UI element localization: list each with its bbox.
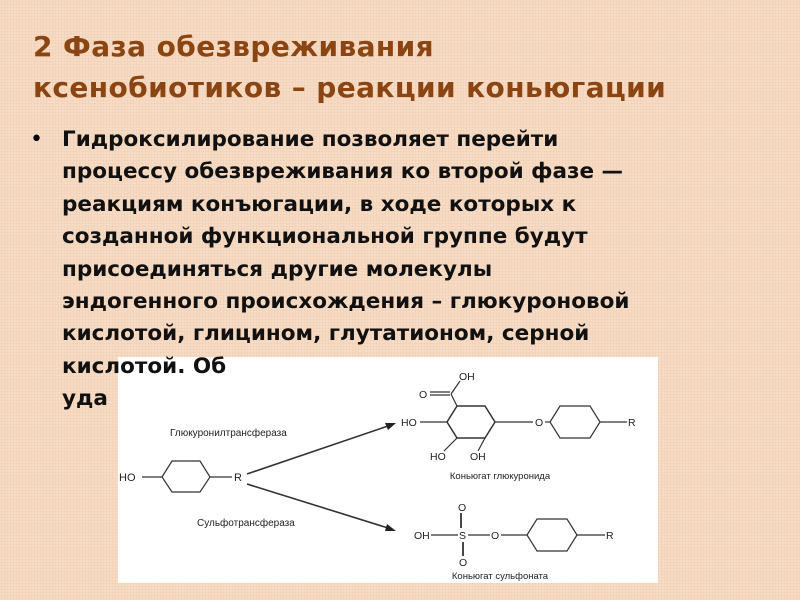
glucuronide-o-link: O [535, 417, 543, 429]
reaction-scheme: HO R Глюкуронилтрансфераза Сульфотрансфе… [119, 371, 636, 582]
arrow-top [246, 425, 389, 475]
substrate-r: R [234, 472, 242, 484]
arrowhead-top [385, 423, 396, 430]
enzyme-glucuronyltransferase: Глюкуронилтрансфераза [170, 427, 287, 439]
slide-title: 2 Фаза обезвреживания ксенобиотиков – ре… [33, 26, 666, 108]
sulfonate-aryl-ring [526, 518, 578, 552]
sulfonate-o-link: O [491, 530, 499, 542]
arrow-bottom [246, 483, 389, 529]
glucuronide-r: R [628, 417, 636, 429]
body-line: уда [62, 386, 108, 412]
enzyme-sulfotransferase: Сульфотрансфераза [197, 517, 295, 529]
glucuronide-oh-bottom: OH [470, 451, 486, 463]
body-line: созданной функциональной группе будут [62, 224, 588, 250]
body-line: присоединяться другие молекулы [62, 256, 493, 282]
body-line: реакциям конъюгации, в ходе которых к [62, 191, 577, 217]
sulfonate-r: R [606, 530, 614, 542]
bullet-text: Гидроксилирование позволяет перейти проц… [62, 124, 629, 416]
glucuronide-ho-left: HO [401, 417, 417, 429]
substrate-ring [161, 460, 211, 493]
substrate-ho: HO [119, 472, 136, 484]
body-line: кислотой. Об [62, 353, 227, 379]
body-line: кислотой, глицином, глутатионом, серной [62, 321, 590, 347]
glucuronide-ho-bottom: HO [430, 451, 446, 463]
glucuronide-oh-top: OH [459, 371, 475, 383]
body-line: эндогенного происхождения – глюкуроновой [62, 289, 630, 315]
sulfonate-label: Коньюгат сульфоната [452, 571, 549, 582]
sulfonate-o-bottom: O [459, 557, 467, 569]
glucuronide-o-carbonyl: O [419, 389, 427, 401]
sulfonate-o-top: O [458, 502, 466, 514]
glucuronide-label: Коньюгат глюкуронида [450, 471, 551, 482]
sulfonate-oh: OH [414, 530, 430, 542]
sulfonate-s: S [459, 530, 466, 542]
arrowhead-bottom [385, 524, 396, 531]
bullet-icon: • [30, 127, 43, 152]
title-line: ксенобиотиков – реакции коньюгации [33, 71, 667, 104]
body-line: процессу обезвреживания ко второй фазе — [62, 159, 624, 185]
body-line: Гидроксилирование позволяет перейти [62, 127, 559, 152]
title-line: 2 Фаза обезвреживания [33, 30, 435, 63]
conjugation-diagram: HO R Глюкуронилтрансфераза Сульфотрансфе… [118, 357, 658, 583]
